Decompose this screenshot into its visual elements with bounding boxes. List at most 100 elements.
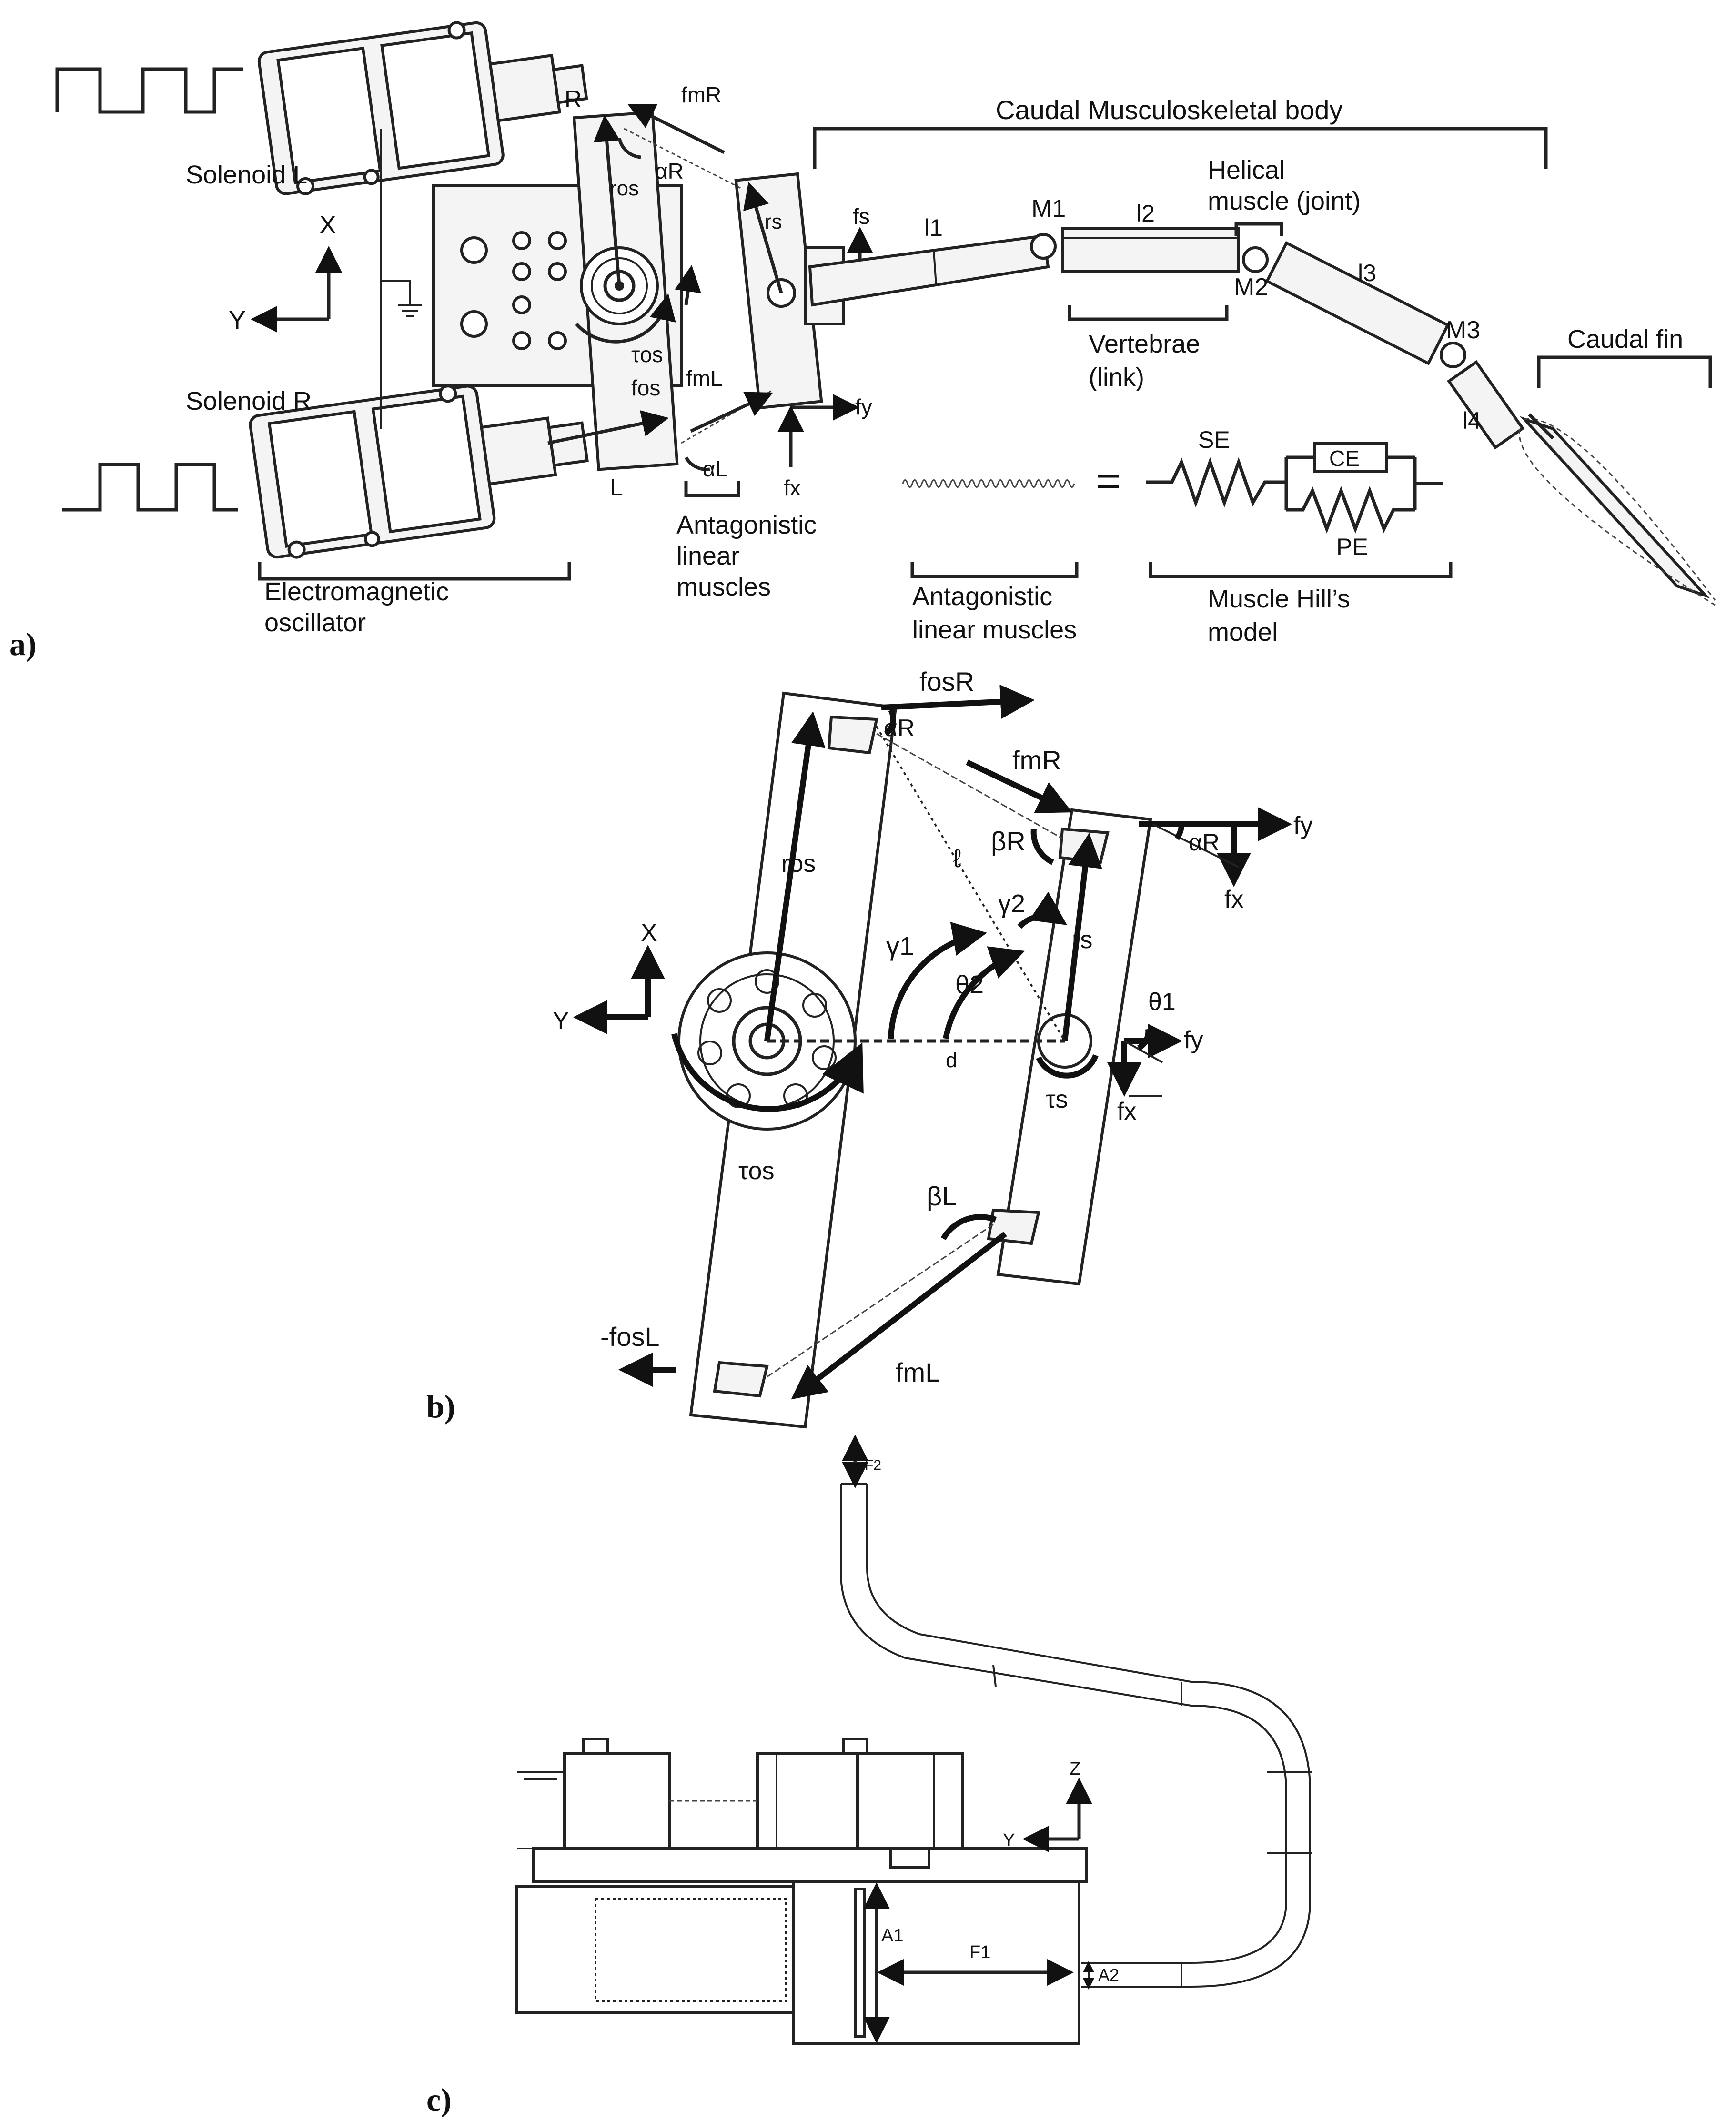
fos-r-label: fosR xyxy=(919,667,974,697)
block-right xyxy=(756,1752,964,1850)
tau-os-arrow-up xyxy=(675,265,701,305)
caudal-fin-label: Caudal fin xyxy=(1567,325,1683,354)
beta-r-arc xyxy=(1030,829,1054,865)
helical-label-1: Helical xyxy=(1208,156,1285,184)
se-spring xyxy=(1146,457,1286,508)
axis-x-b-label: X xyxy=(641,919,657,947)
ros-arrow-b xyxy=(764,711,826,1041)
fm-r-arrow-b xyxy=(966,759,1072,813)
axis-y-c-label: Y xyxy=(1003,1830,1015,1850)
bracket-electromagnetic xyxy=(258,562,571,581)
fm-r-label-b: fmR xyxy=(1012,745,1061,775)
link-l4 xyxy=(1447,360,1525,450)
d-label: d xyxy=(946,1049,957,1072)
square-wave-top xyxy=(55,67,243,114)
rs-label-b: rs xyxy=(1072,926,1092,954)
theta1-line xyxy=(1124,1040,1163,1063)
gamma1-label: γ1 xyxy=(886,931,914,961)
tau-os-arc-a xyxy=(575,293,676,344)
fos-label-a: fos xyxy=(631,375,660,400)
axis-y-b-label: Y xyxy=(553,1007,569,1035)
link-l2 xyxy=(1061,227,1240,273)
alpha-r-label-a: αR xyxy=(655,159,684,183)
alpha-l-label-a: αL xyxy=(703,456,727,481)
fx-mid-label: fx xyxy=(1117,1098,1136,1125)
ground-icon xyxy=(398,304,422,317)
alpha-r2-line xyxy=(1152,823,1239,868)
rs-label-a: rs xyxy=(765,210,782,233)
equals-label: = xyxy=(1096,457,1121,505)
clamp-top-left xyxy=(827,715,878,755)
bracket-antag-b xyxy=(910,562,1079,578)
bracket-antag-a xyxy=(684,481,740,497)
hill-label-2: model xyxy=(1208,618,1278,647)
bracket-vertebrae xyxy=(1068,305,1229,321)
theta1-label: θ1 xyxy=(1148,988,1176,1016)
muscle-r-a xyxy=(624,128,741,189)
fm-l-label-a: fmL xyxy=(686,366,723,391)
square-wave-bottom xyxy=(62,463,238,512)
beta-l-arc xyxy=(940,1214,997,1241)
muscle-r-b xyxy=(876,733,1063,839)
tau-os-label-a: τos xyxy=(631,342,663,367)
tau-os-label-b: τos xyxy=(738,1157,774,1185)
f1-label: F1 xyxy=(969,1942,990,1962)
m3-label: M3 xyxy=(1446,316,1480,344)
motor-right xyxy=(792,1880,1080,2045)
joint-m3 xyxy=(1440,342,1466,368)
panel-label-c: c) xyxy=(426,2082,452,2118)
fy-mid-label: fy xyxy=(1184,1026,1203,1054)
tau-s-label: τs xyxy=(1046,1086,1068,1113)
ce-label: CE xyxy=(1329,446,1360,471)
motor-left xyxy=(515,1885,795,2014)
fm-l-label-b: fmL xyxy=(896,1357,940,1387)
gamma1-arc xyxy=(888,922,987,1039)
bracket-caudal-fin xyxy=(1537,355,1712,388)
antag-a-label-1: Antagonistic xyxy=(676,511,817,539)
fm-r-label-a: fmR xyxy=(681,82,721,107)
antag-a-label-2: linear xyxy=(676,542,739,570)
solenoid-l-drawing xyxy=(257,21,588,195)
gamma2-arc xyxy=(1017,891,1067,929)
muscle-l-b xyxy=(767,1223,994,1378)
joint-m2 xyxy=(1242,246,1269,273)
alpha-r-arc-b xyxy=(884,708,896,736)
axis-z-c-label: Z xyxy=(1070,1759,1080,1779)
fm-r-arrow-a xyxy=(627,104,725,154)
theta2-arc xyxy=(943,946,1025,1040)
cable-inner xyxy=(866,1484,1311,1988)
fs-label-a: fs xyxy=(853,204,870,229)
fos-arrow-a xyxy=(547,410,669,445)
fos-r-arrow xyxy=(881,684,1035,719)
a2-label: A2 xyxy=(1098,1965,1119,1985)
fos-l-label: -fosL xyxy=(600,1322,660,1352)
left-bracket-c xyxy=(517,1771,565,1849)
spring-icon-a xyxy=(902,479,1075,488)
axis-x-a-label: X xyxy=(319,211,336,239)
antag-a-label-3: muscles xyxy=(676,573,771,601)
antag-b-label-2: linear muscles xyxy=(912,616,1077,644)
pe-label: PE xyxy=(1336,534,1368,560)
bracket-caudal-body xyxy=(813,127,1548,169)
vertebrae-label-1: Vertebrae xyxy=(1089,330,1200,358)
tau-s-arc xyxy=(1036,1054,1099,1079)
link-l1 xyxy=(808,234,1050,307)
theta2-label: θ2 xyxy=(955,970,984,999)
panel-label-a: a) xyxy=(10,626,37,662)
solenoid-r-label: Solenoid R xyxy=(186,387,312,415)
ros-arrow-a xyxy=(593,115,621,286)
cable-outer xyxy=(840,1484,1287,1964)
ell-line xyxy=(876,726,1066,1042)
fy-top-label: fy xyxy=(1293,812,1312,839)
ell-label: ℓ xyxy=(953,844,961,873)
l2-label: l2 xyxy=(1136,200,1155,227)
caudal-body-label: Caudal Musculoskeletal body xyxy=(996,95,1342,125)
ros-label-b: ros xyxy=(781,850,816,878)
alpha-l-arc xyxy=(684,456,710,471)
l1-label: l1 xyxy=(924,214,943,241)
rs-arrow-a xyxy=(743,182,783,293)
alpha-r-label-b: αR xyxy=(884,715,915,741)
link-l3 xyxy=(1265,241,1450,365)
pe-spring xyxy=(1286,486,1415,534)
caudal-fin-drawing xyxy=(1518,413,1716,606)
